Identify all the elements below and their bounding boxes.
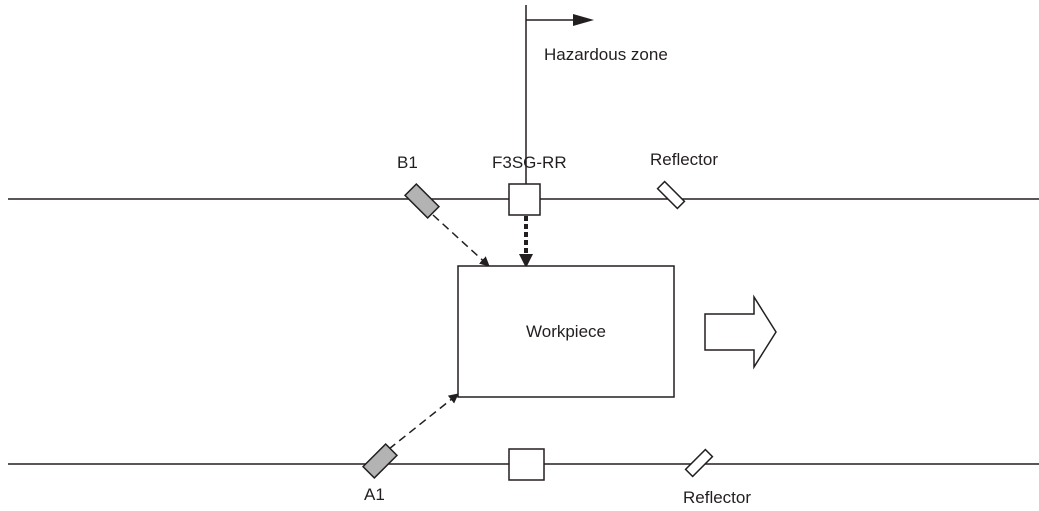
bottom-sensor-box (508, 448, 545, 481)
beam-f3sg-rr-arrowhead (519, 254, 533, 268)
sensor-a1-label: A1 (364, 485, 385, 504)
workpiece-label: Workpiece (526, 322, 606, 341)
sensor-b1 (403, 182, 441, 220)
sensor-b1-label: B1 (397, 153, 418, 172)
reflector-top (656, 180, 686, 210)
beam-b1 (432, 214, 490, 267)
sensor-a1 (361, 442, 399, 480)
direction-right-arrow-icon (704, 294, 777, 370)
workpiece-box (457, 265, 675, 398)
f3sg-rr-sensor-box (508, 183, 541, 216)
reflector-bottom-label: Reflector (683, 488, 751, 507)
reflector-bottom (684, 448, 714, 478)
beam-a1 (388, 393, 459, 450)
reflector-top-label: Reflector (650, 150, 718, 169)
hazardous-zone-label: Hazardous zone (544, 45, 668, 64)
hazard-arrow-icon (573, 14, 594, 26)
sensor-model-label: F3SG-RR (492, 153, 567, 172)
hazardous-zone-marker: Hazardous zone (525, 5, 668, 188)
